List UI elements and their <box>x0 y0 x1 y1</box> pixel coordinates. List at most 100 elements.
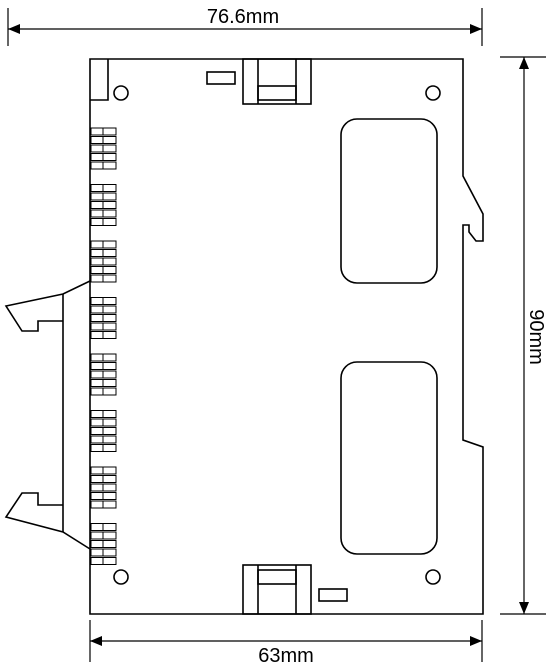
slot-bottom <box>318 588 348 602</box>
terminal-pin <box>102 379 117 387</box>
rail-clip <box>4 280 91 550</box>
terminal-pin <box>102 466 117 475</box>
terminal-pin <box>90 370 105 379</box>
terminal-pin <box>102 257 117 266</box>
terminal-pin <box>102 201 117 209</box>
connector-window-upper <box>340 118 438 284</box>
latch-bottom <box>242 564 312 615</box>
terminal-pin <box>90 435 105 444</box>
terminal-pin <box>90 540 105 548</box>
terminal-pin <box>90 557 105 565</box>
terminal-pin <box>102 540 117 548</box>
terminal-pin <box>102 353 117 362</box>
terminal-pin <box>102 184 117 192</box>
terminal-pin <box>90 500 105 509</box>
terminal-pin <box>90 387 105 396</box>
overall-width-label: 76.6mm <box>207 6 279 28</box>
terminal-pin <box>90 523 105 531</box>
terminal-pin <box>90 379 105 387</box>
terminal-pin <box>102 492 117 500</box>
terminal-pin <box>102 483 117 492</box>
terminal-pin <box>90 331 105 339</box>
connector-window-lower <box>340 361 438 555</box>
terminal-pin <box>90 136 105 144</box>
base-width-label: 63mm <box>258 645 314 667</box>
terminal-pin <box>102 274 117 283</box>
terminal-pin <box>102 218 117 226</box>
terminal-pin <box>90 362 105 370</box>
terminal-pin <box>102 144 117 153</box>
terminal-pin <box>102 531 117 540</box>
terminal-pin <box>90 548 105 557</box>
terminal-pin <box>102 435 117 444</box>
terminal-pin <box>102 557 117 565</box>
terminal-pin <box>102 427 117 435</box>
terminal-pin <box>90 209 105 218</box>
terminal-pin <box>90 266 105 274</box>
terminal-pin <box>90 410 105 418</box>
terminal-pin <box>102 153 117 161</box>
height-label: 90mm <box>525 309 547 365</box>
dimension-base-width: 63mm <box>89 620 483 667</box>
terminal-pin <box>90 144 105 153</box>
terminal-pin <box>90 274 105 283</box>
slot-top <box>206 71 236 85</box>
terminal-pin <box>90 153 105 161</box>
terminal-pin <box>90 257 105 266</box>
terminal-pin <box>102 331 117 339</box>
terminal-pin <box>102 500 117 509</box>
terminal-pin <box>90 427 105 435</box>
terminal-pin <box>102 249 117 257</box>
terminal-pin <box>90 314 105 322</box>
terminal-pin-array <box>90 127 117 565</box>
terminal-pin <box>90 297 105 305</box>
terminal-pin <box>102 362 117 370</box>
terminal-pin <box>90 161 105 170</box>
terminal-pin <box>102 192 117 201</box>
mounting-hole-top-left <box>113 85 129 101</box>
terminal-pin <box>90 418 105 427</box>
terminal-pin <box>90 127 105 136</box>
terminal-pin <box>102 161 117 170</box>
terminal-pin <box>90 492 105 500</box>
terminal-pin <box>102 523 117 531</box>
terminal-pin <box>102 209 117 218</box>
terminal-pin <box>102 418 117 427</box>
terminal-pin <box>90 305 105 314</box>
terminal-pin <box>90 240 105 249</box>
terminal-pin <box>90 483 105 492</box>
mounting-hole-bottom-left <box>113 569 129 585</box>
dimension-overall-width: 76.6mm <box>7 6 483 46</box>
terminal-pin <box>90 201 105 209</box>
terminal-pin <box>102 387 117 396</box>
mounting-hole-top-right <box>425 85 441 101</box>
terminal-pin <box>90 184 105 192</box>
terminal-pin <box>102 475 117 483</box>
terminal-pin <box>102 297 117 305</box>
terminal-pin <box>90 466 105 475</box>
terminal-pin <box>90 218 105 226</box>
module-body-outline <box>89 58 484 615</box>
terminal-pin <box>90 249 105 257</box>
terminal-pin <box>102 548 117 557</box>
terminal-pin <box>90 322 105 331</box>
terminal-pin <box>90 531 105 540</box>
dimension-height: 90mm <box>500 56 547 615</box>
mounting-hole-bottom-right <box>425 569 441 585</box>
terminal-pin <box>102 127 117 136</box>
terminal-pin <box>102 410 117 418</box>
terminal-pin <box>90 444 105 452</box>
terminal-pin <box>102 266 117 274</box>
latch-top <box>242 58 312 105</box>
terminal-pin <box>102 322 117 331</box>
terminal-pin <box>102 136 117 144</box>
terminal-pin <box>102 305 117 314</box>
terminal-pin <box>90 353 105 362</box>
corner-notch <box>90 59 109 101</box>
terminal-pin <box>90 192 105 201</box>
terminal-pin <box>102 314 117 322</box>
terminal-pin <box>102 444 117 452</box>
terminal-pin <box>102 240 117 249</box>
terminal-pin <box>102 370 117 379</box>
terminal-pin <box>90 475 105 483</box>
